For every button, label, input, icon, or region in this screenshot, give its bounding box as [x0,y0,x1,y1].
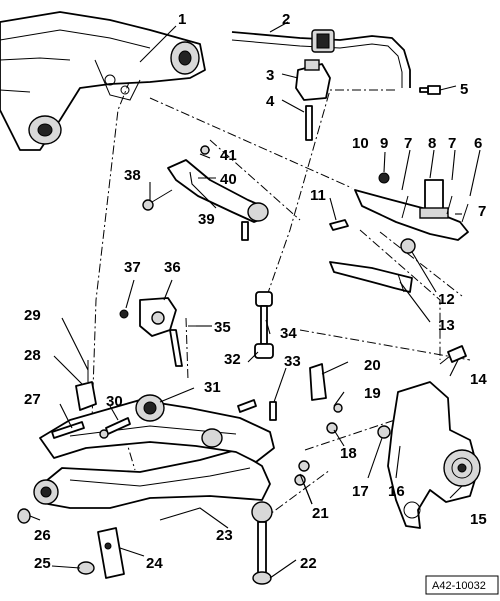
callout-label: 32 [224,351,241,368]
subframe-part [0,11,206,151]
callout-label: 2 [282,11,290,28]
callout-label: 19 [364,385,381,402]
reference-code: A42-10032 [432,580,486,592]
callout-label: 3 [266,67,274,84]
callout-label: 7 [448,135,456,152]
callout-label: 26 [34,527,51,544]
callout-label: 28 [24,347,41,364]
callout-label: 22 [300,555,317,572]
callout-label: 10 [352,135,369,152]
upper-link-assembly [329,172,469,254]
callout-label: 38 [124,167,141,184]
callout-label: 29 [24,307,41,324]
callout-label: 27 [24,391,41,408]
callout-label: 5 [460,81,468,98]
callout-label: 20 [364,357,381,374]
callout-label: 13 [438,317,455,334]
lower-wishbone-part [33,449,273,523]
track-rod-assembly [142,145,269,241]
reference-code-box: A42-10032 [425,575,499,595]
callout-label: 39 [198,211,215,228]
callout-label: 25 [34,555,51,572]
callout-label: 40 [220,171,237,188]
coupling-rod-assembly [119,291,274,367]
callout-label: 36 [164,259,181,276]
callout-label: 7 [404,135,412,152]
callout-label: 33 [284,353,301,370]
lower-bracket-part [17,508,125,579]
callout-label: 6 [474,135,482,152]
callout-label: 17 [352,483,369,500]
callout-label: 14 [470,371,487,388]
leader-lines [29,21,481,579]
callout-label: 11 [310,187,326,204]
callout-label: 37 [124,259,141,276]
callout-label: 35 [214,319,231,336]
callout-label: 34 [280,325,297,342]
callout-label: 7 [478,203,486,220]
transverse-link-part [39,394,275,463]
callout-labels: 1 2 3 4 5 6 7 7 7 8 9 10 11 12 13 14 15 … [24,11,487,572]
wheel-carrier-part [294,345,481,529]
plate-part [329,261,413,293]
callout-label: 12 [438,291,455,308]
callout-label: 15 [470,511,487,528]
callout-label: 41 [220,147,237,164]
callout-label: 30 [106,393,123,410]
callout-label: 8 [428,135,436,152]
callout-label: 18 [340,445,357,462]
callout-label: 9 [380,135,388,152]
callout-label: 16 [388,483,405,500]
stabilizer-bar-part [231,29,411,88]
callout-label: 31 [204,379,221,396]
callout-label: 24 [146,555,163,572]
callout-label: 23 [216,527,233,544]
callout-label: 4 [266,93,275,110]
bolts-group [51,360,277,585]
mount-bracket-part [295,59,441,141]
callout-label: 21 [312,505,329,522]
callout-label: 1 [178,11,186,28]
